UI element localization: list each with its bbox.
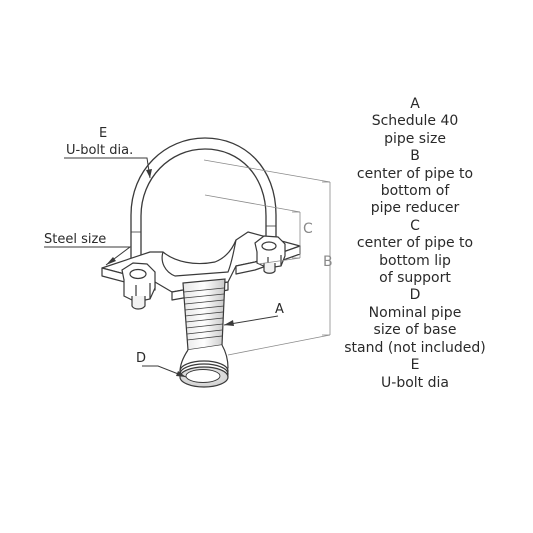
legend-line: center of pipe to bbox=[356, 165, 474, 182]
leader-arrows bbox=[106, 169, 234, 377]
hex-nut-left bbox=[121, 262, 156, 310]
legend-line: pipe size bbox=[384, 130, 446, 147]
dimension-lines bbox=[203, 159, 331, 356]
callout-e-letter: E bbox=[99, 126, 108, 141]
legend-line: Schedule 40 bbox=[371, 113, 459, 130]
callout-e-label: U-bolt dia. bbox=[66, 143, 134, 158]
legend-line: stand (not included) bbox=[344, 339, 486, 356]
hex-nut-right bbox=[254, 235, 286, 274]
u-bolt bbox=[130, 137, 277, 265]
dimension-legend: A Schedule 40 pipe size B center of pipe… bbox=[330, 96, 500, 392]
callout-b: B bbox=[323, 254, 333, 270]
callout-c: C bbox=[303, 221, 313, 237]
legend-line: U-bolt dia bbox=[381, 374, 449, 391]
legend-line: B bbox=[410, 148, 420, 165]
legend-line: E bbox=[410, 357, 420, 374]
legend-line: pipe reducer bbox=[370, 200, 460, 217]
legend-line: size of base bbox=[373, 322, 457, 339]
legend-line: D bbox=[409, 287, 421, 304]
legend-line: bottom of bbox=[380, 183, 450, 200]
legend-line: C bbox=[410, 217, 420, 234]
callout-steel-size: Steel size bbox=[44, 232, 107, 247]
legend-line: A bbox=[410, 96, 420, 112]
legend-line: Nominal pipe bbox=[368, 304, 462, 321]
callout-d: D bbox=[136, 351, 147, 366]
legend-line: bottom lip bbox=[379, 252, 451, 269]
callout-a: A bbox=[275, 302, 284, 317]
legend-line: center of pipe to bbox=[356, 235, 474, 252]
threaded-stand bbox=[179, 278, 229, 388]
legend-line: of support bbox=[379, 270, 451, 287]
